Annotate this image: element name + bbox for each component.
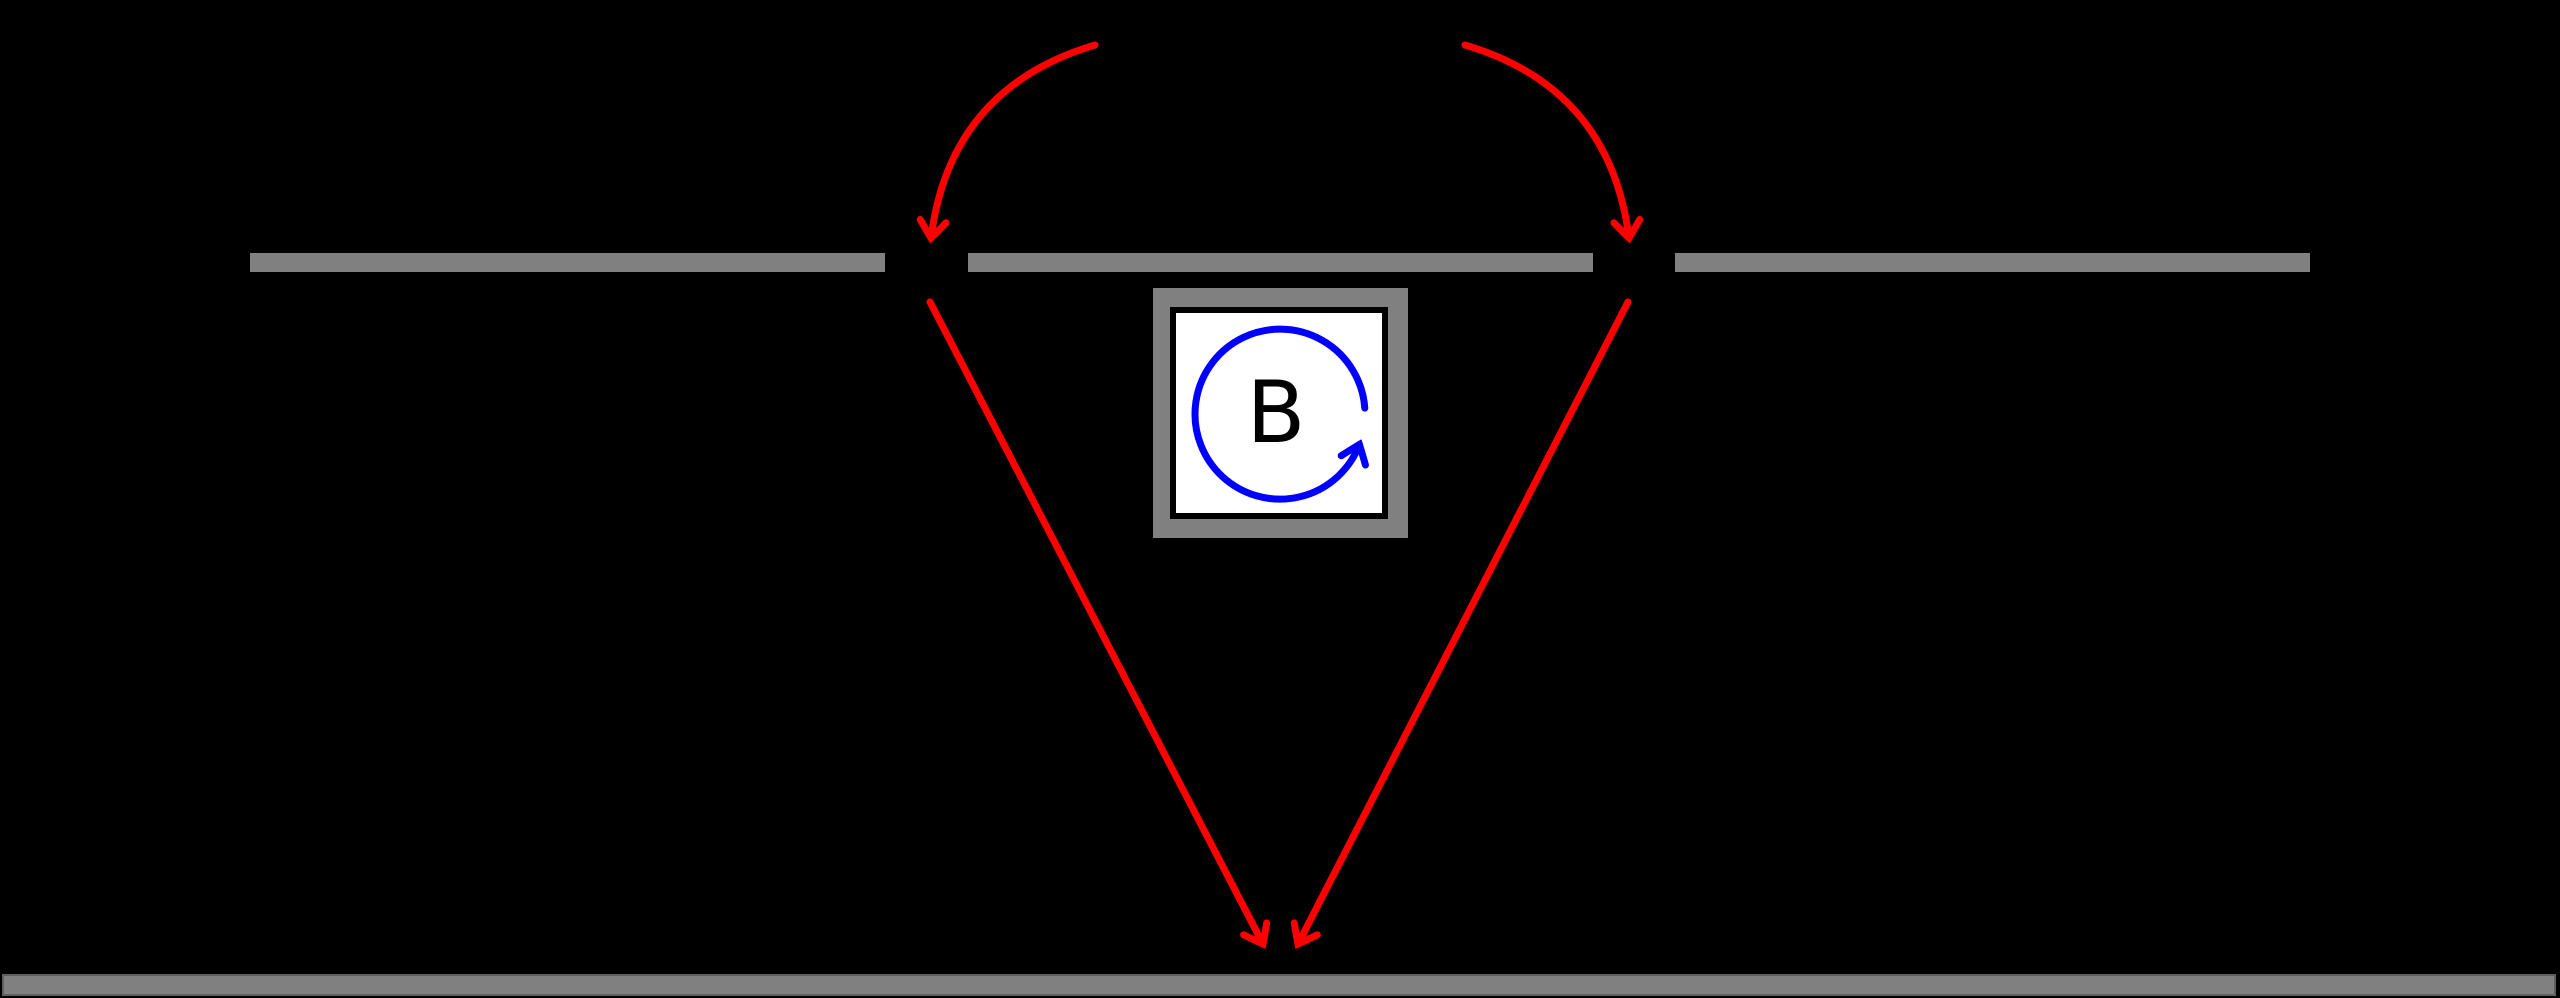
barrier-right-segment — [1675, 253, 2310, 272]
detection-screen — [2, 974, 2556, 996]
diffracted-ray-left-arrow — [926, 298, 1271, 949]
barrier-left-segment — [250, 253, 885, 272]
barrier-middle-segment — [968, 253, 1593, 272]
incident-ray-right-arrow — [1461, 41, 1644, 244]
field-box-interior — [1170, 307, 1388, 519]
diffracted-ray-right-arrow — [1290, 298, 1632, 949]
incident-ray-left-arrow — [916, 41, 1099, 244]
b-field-label: B — [1247, 363, 1306, 463]
b-field-circulation-arrow — [1191, 325, 1369, 503]
